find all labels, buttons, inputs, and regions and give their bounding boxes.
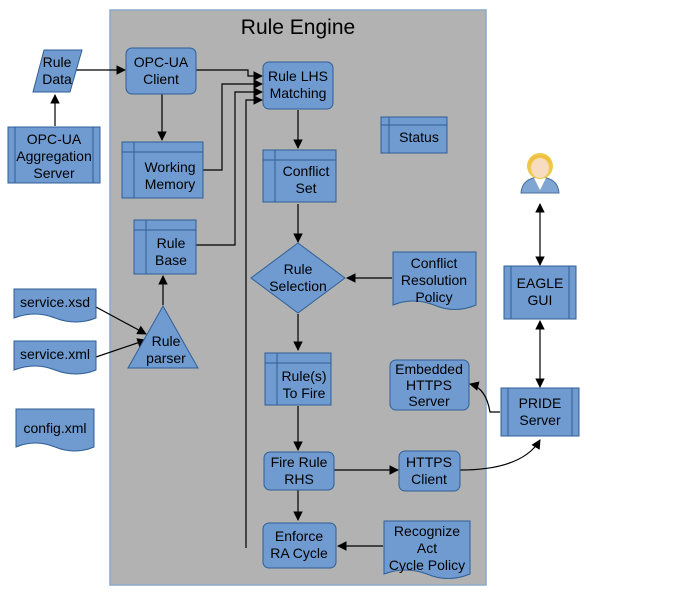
svg-text:Aggregation: Aggregation [16, 148, 92, 164]
svg-text:Data: Data [42, 71, 72, 87]
svg-text:parser: parser [146, 350, 186, 366]
svg-text:Policy: Policy [415, 289, 452, 305]
svg-text:Recognize: Recognize [394, 523, 460, 539]
svg-text:To Fire: To Fire [283, 385, 326, 401]
eagle-gui-node: EAGLE GUI [503, 265, 577, 320]
svg-text:service.xml: service.xml [20, 346, 90, 362]
config-xml-node: config.xml [15, 408, 95, 452]
opcua-client-node: OPC-UA Client [125, 47, 197, 95]
svg-text:GUI: GUI [528, 292, 553, 308]
svg-text:Act: Act [417, 540, 437, 556]
svg-text:Enforce: Enforce [275, 528, 323, 544]
edge-xml-parser [95, 338, 147, 358]
svg-text:Server: Server [408, 393, 450, 409]
conflict-resolution-policy-node: Conflict Resolution Policy [392, 251, 477, 310]
svg-text:Rule LHS: Rule LHS [268, 68, 328, 84]
status-node: Status [380, 116, 448, 154]
svg-text:RA Cycle: RA Cycle [270, 545, 328, 561]
svg-text:Memory: Memory [145, 176, 196, 192]
svg-text:HTTPS: HTTPS [406, 454, 452, 470]
svg-text:Rule: Rule [284, 261, 313, 277]
svg-text:Set: Set [295, 180, 316, 196]
svg-text:PRIDE: PRIDE [519, 395, 562, 411]
working-memory-node: Working Memory [121, 141, 204, 199]
rule-lhs-matching-node: Rule LHS Matching [262, 61, 334, 110]
edge-workingmemory-rulelhs [203, 79, 263, 171]
svg-text:HTTPS: HTTPS [406, 377, 452, 393]
service-xml-node: service.xml [13, 340, 97, 375]
svg-text:EAGLE: EAGLE [517, 275, 564, 291]
svg-text:RHS: RHS [284, 471, 314, 487]
svg-text:Rule: Rule [152, 333, 181, 349]
enforce-ra-cycle-node: Enforce RA Cycle [262, 522, 337, 569]
svg-text:OPC-UA: OPC-UA [134, 54, 189, 70]
rule-parser-node: Rule parser [127, 304, 199, 369]
svg-text:OPC-UA: OPC-UA [27, 131, 82, 147]
pride-server-node: PRIDE Server [500, 387, 580, 437]
svg-text:Rule: Rule [157, 235, 186, 251]
edge-httpsclient-pride [459, 439, 541, 471]
rule-data-node: Rule Data [32, 49, 83, 93]
svg-text:Server: Server [33, 165, 75, 181]
svg-text:config.xml: config.xml [23, 420, 86, 436]
svg-text:Resolution: Resolution [401, 272, 467, 288]
svg-text:Working: Working [144, 159, 195, 175]
rule-selection-node: Rule Selection [250, 242, 346, 314]
opcua-aggregation-server-node: OPC-UA Aggregation Server [7, 126, 101, 184]
svg-text:Rule: Rule [43, 54, 72, 70]
svg-text:Fire Rule: Fire Rule [271, 454, 328, 470]
svg-text:Conflict: Conflict [411, 255, 458, 271]
svg-text:Server: Server [519, 412, 561, 428]
svg-text:Base: Base [155, 252, 187, 268]
svg-text:Selection: Selection [269, 278, 327, 294]
svg-text:Embedded: Embedded [395, 361, 463, 377]
conflict-set-node: Conflict Set [262, 149, 337, 203]
fire-rule-rhs-node: Fire Rule RHS [263, 451, 335, 491]
svg-text:service.xsd: service.xsd [20, 294, 90, 310]
edges [50, 65, 545, 551]
https-client-node: HTTPS Client [398, 450, 461, 492]
edge-xsd-parser [95, 306, 147, 335]
svg-text:Client: Client [143, 71, 179, 87]
user-icon [520, 153, 560, 194]
rule-engine-title: Rule Engine [241, 16, 355, 39]
edge-rulebase-rulelhs [196, 87, 263, 246]
edge-client-rulelhs [196, 69, 263, 81]
svg-text:Rule(s): Rule(s) [281, 368, 326, 384]
rules-to-fire-node: Rule(s) To Fire [264, 352, 332, 406]
embedded-https-server-node: Embedded HTTPS Server [389, 359, 470, 411]
svg-text:Status: Status [399, 129, 439, 145]
edge-pride-embedded [469, 381, 500, 413]
svg-text:Matching: Matching [270, 85, 327, 101]
rule-base-node: Rule Base [133, 219, 197, 275]
service-xsd-node: service.xsd [13, 288, 97, 323]
recognize-act-cycle-policy-node: Recognize Act Cycle Policy [383, 520, 471, 579]
edge-enforce-rulelhs [245, 95, 263, 548]
svg-text:Cycle Policy: Cycle Policy [389, 557, 465, 573]
svg-text:Conflict: Conflict [283, 163, 330, 179]
svg-text:Client: Client [411, 471, 447, 487]
